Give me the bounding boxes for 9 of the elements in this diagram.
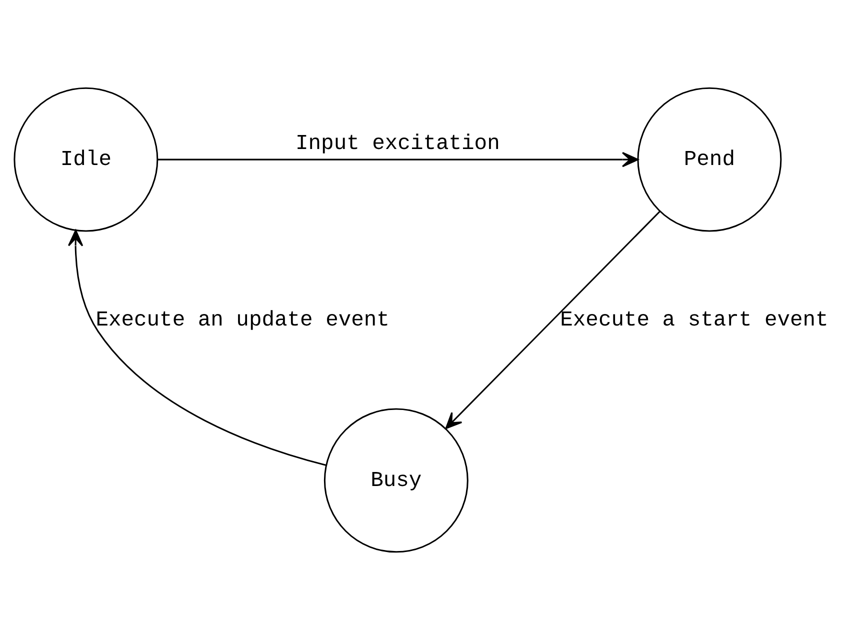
arrow xyxy=(68,230,326,466)
node-circle: Idle xyxy=(14,87,158,232)
node-circle: Pend xyxy=(637,87,782,232)
node-circle: Busy xyxy=(324,408,468,553)
edge-label: Execute an update event xyxy=(96,308,390,333)
edge-label: Execute a start event xyxy=(560,308,828,333)
arrow xyxy=(445,210,660,430)
edge-label: Input excitation xyxy=(296,132,500,156)
arrow xyxy=(157,152,639,168)
